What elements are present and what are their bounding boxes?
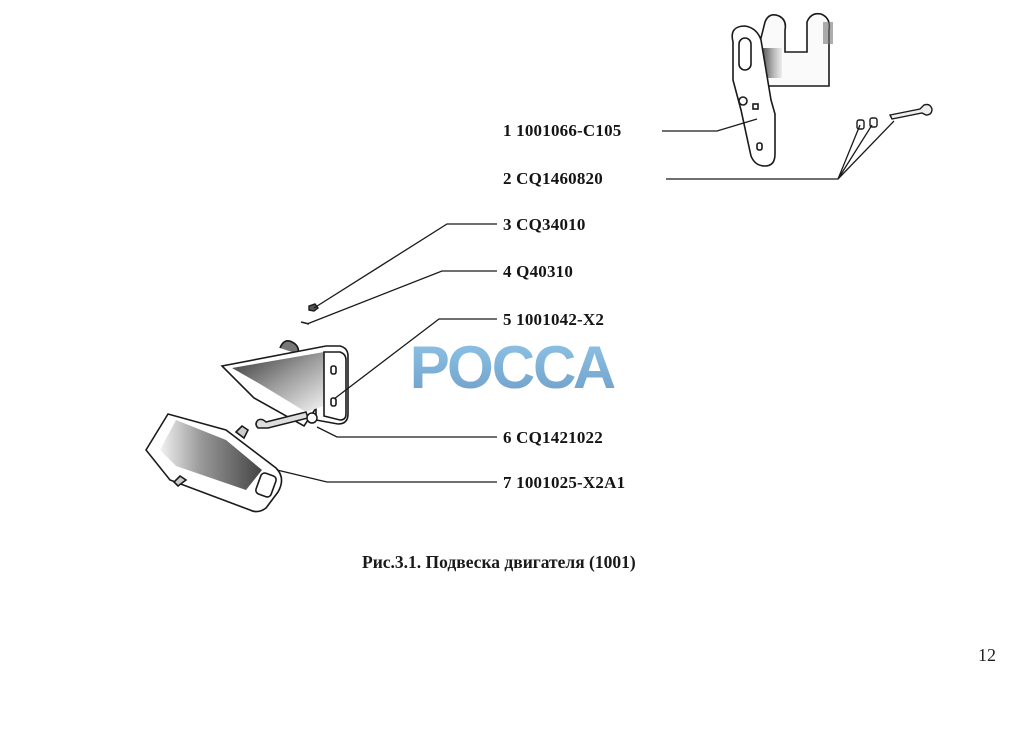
part-label-5: 5 1001042-X2 [503,310,605,329]
part-label-1: 1 1001066-C105 [503,121,622,140]
part-label-2: 2 CQ1460820 [503,169,603,188]
part-label-3: 3 CQ34010 [503,215,586,234]
leader-lines [276,118,895,483]
part-label-7: 7 1001025-X2A1 [503,473,626,492]
rossa-watermark-logo: РОССА [410,338,615,394]
leader-4 [306,270,497,325]
part-1-bracket [731,12,833,167]
part-5-support-bracket [220,340,349,428]
page-number: 12 [978,645,996,665]
part-7-engine-mount [145,413,283,513]
part-label-4: 4 Q40310 [503,262,574,281]
leader-5 [333,318,497,400]
watermark-text: РОССА [410,338,615,394]
part-2-fasteners [856,103,933,130]
leader-2 [666,120,895,180]
part-6-bolt [255,411,318,429]
leader-6 [316,426,497,438]
leader-3 [313,223,497,309]
leader-7 [276,469,497,483]
figure-caption: Рис.3.1. Подвеска двигателя (1001) [362,552,636,572]
part-label-6: 6 CQ1421022 [503,428,603,447]
leader-1 [662,118,758,132]
